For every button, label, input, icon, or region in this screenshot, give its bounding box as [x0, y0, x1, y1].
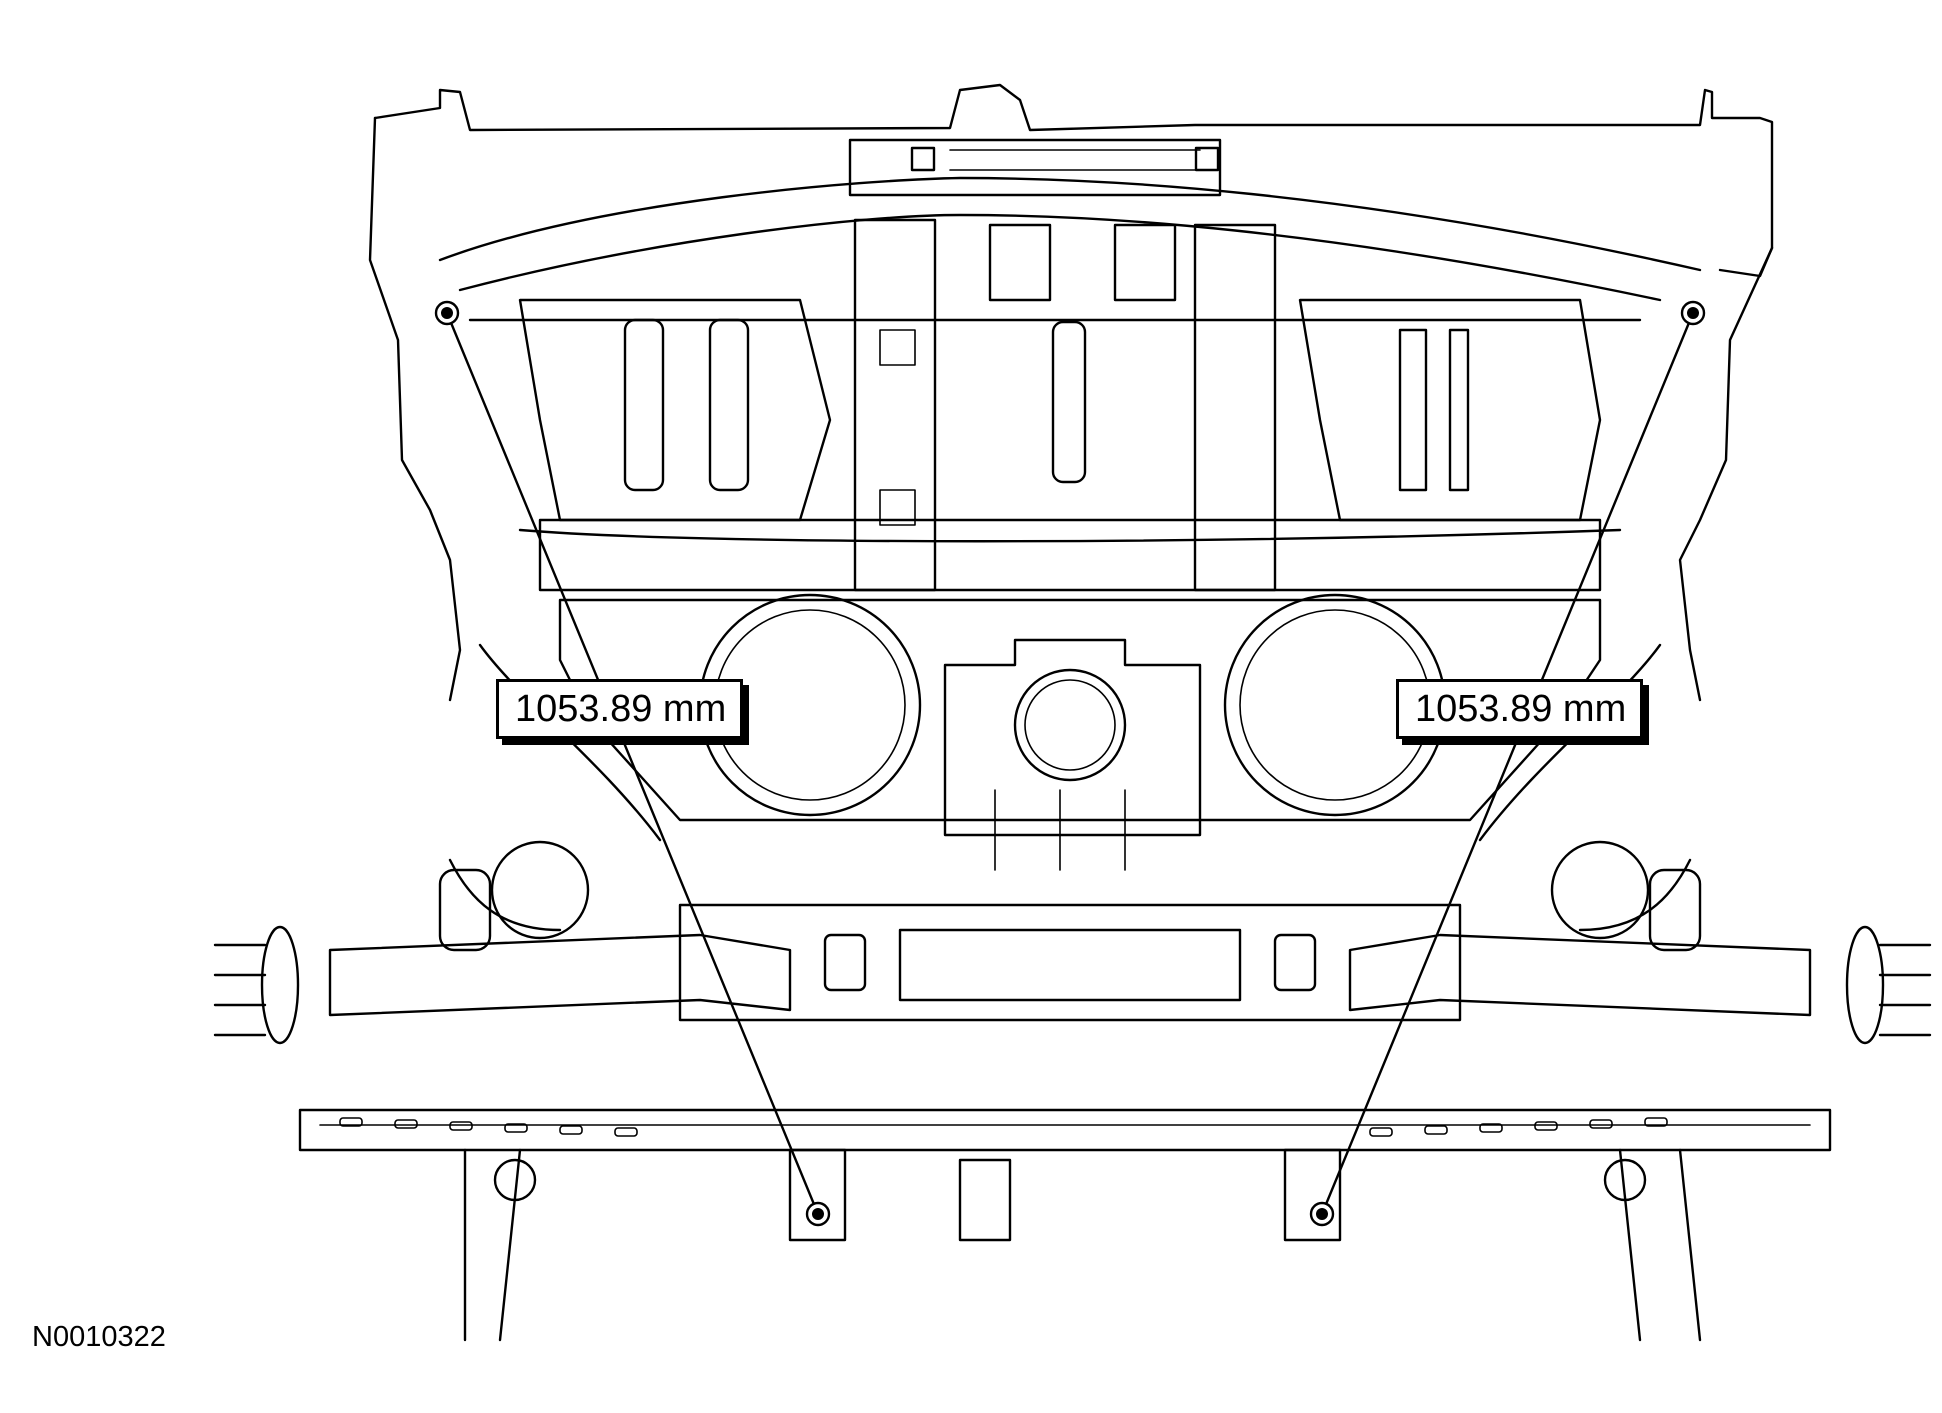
subframe-crossmember: [213, 643, 1932, 1342]
figure-id: N0010322: [32, 1321, 166, 1353]
measurement-points: [434, 300, 1706, 1227]
measurement-label-left: 1053.89 mm: [496, 679, 744, 739]
upper-body-structure: [368, 83, 1774, 702]
measurement-label-right: 1053.89 mm: [1396, 679, 1644, 739]
measurement-leaders: [445, 311, 1695, 1216]
